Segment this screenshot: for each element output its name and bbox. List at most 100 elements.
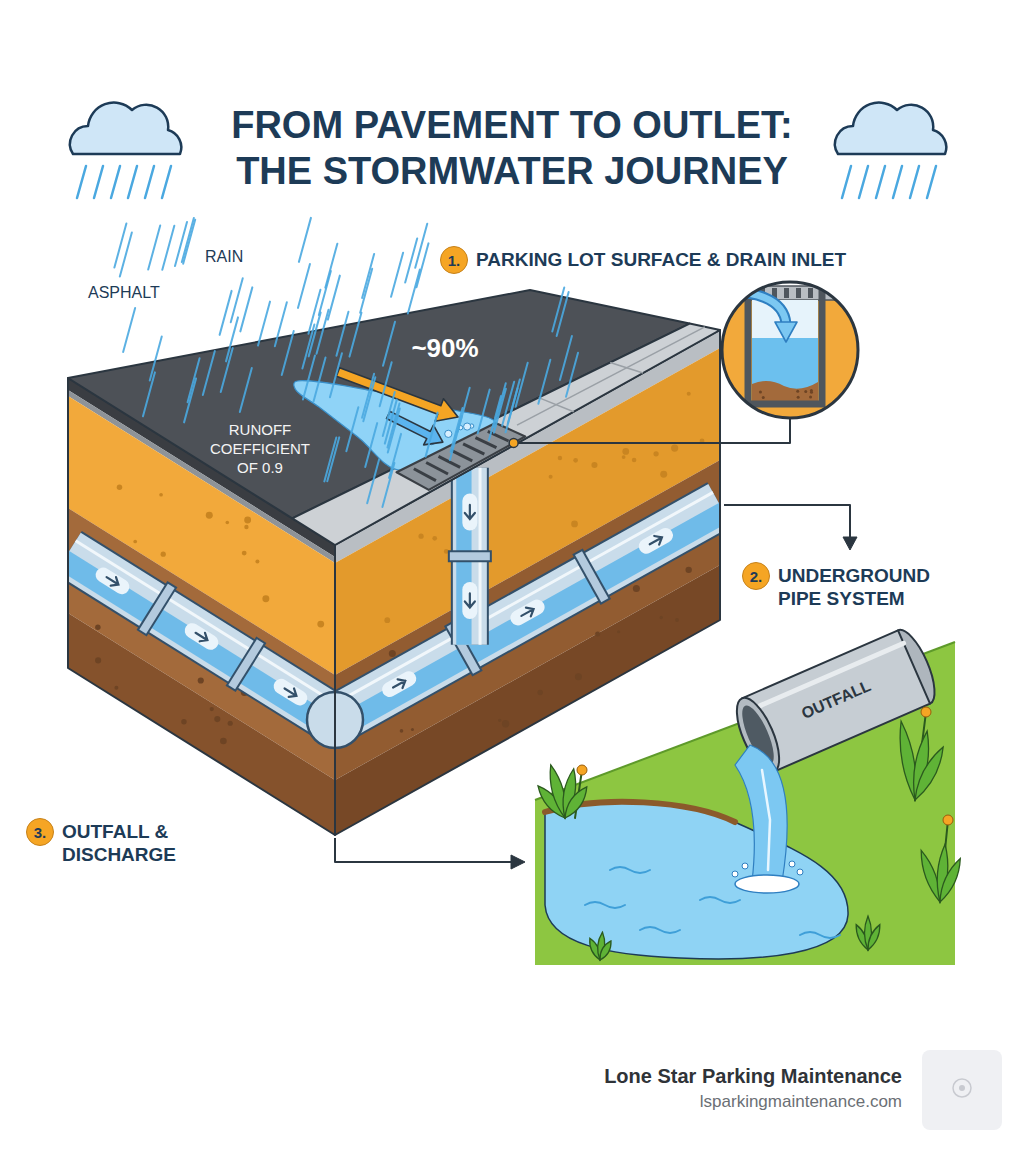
rain-streak: [220, 291, 232, 335]
pipe-water: [339, 512, 724, 727]
sediment-grain: [762, 396, 765, 399]
soil-grain: [660, 471, 667, 478]
sediment-grain: [810, 391, 813, 394]
leader-line: [518, 419, 790, 443]
soil-grain: [389, 650, 396, 657]
vertical-pipe: [451, 468, 489, 645]
soil-grain: [432, 536, 437, 541]
callout-title: PARKING LOT SURFACE & DRAIN INLET: [476, 246, 956, 271]
callout-number: 3.: [26, 818, 54, 846]
flow-marker: [646, 535, 665, 546]
grate-slot: [426, 463, 448, 474]
grate-slot: [784, 288, 789, 298]
plant-leaf: [597, 939, 614, 962]
soil-grain: [181, 719, 186, 724]
grate-slot: [463, 444, 484, 454]
rain-streak: [416, 243, 428, 287]
soil-grain: [675, 618, 679, 622]
rain-streak: [182, 218, 194, 262]
logo-icon: [959, 1085, 965, 1091]
rain-streak: [327, 437, 339, 481]
rain-streak: [275, 302, 287, 346]
basin-water: [752, 338, 818, 400]
pipe-segment: [68, 553, 335, 720]
callout: 2.UNDERGROUND PIPE SYSTEM: [742, 562, 946, 610]
soil-grain: [685, 567, 691, 573]
rain-drop: [94, 166, 103, 198]
rain-streak: [303, 355, 315, 399]
percent-label: ~90%: [400, 333, 490, 364]
soil-grain: [117, 485, 122, 490]
rain-streak: [148, 226, 160, 270]
pipe-joint: [448, 550, 492, 562]
soil-grain: [133, 540, 137, 544]
soil-grain: [498, 719, 501, 722]
flow-marker: [192, 631, 211, 643]
water-ripple: [800, 932, 840, 938]
soil-grain: [400, 729, 404, 733]
rain-streak: [478, 390, 490, 434]
soil-grain: [622, 448, 629, 455]
leader-dot: [509, 438, 518, 447]
rain-streak: [221, 348, 233, 392]
rain-streak: [120, 233, 132, 277]
pipe-segment: [68, 553, 335, 720]
grate-slot: [451, 450, 472, 461]
water-ripple: [610, 867, 650, 873]
sediment: [752, 381, 818, 401]
flower: [921, 707, 931, 717]
rain-streak: [324, 437, 336, 481]
flow-arrow-icon: [521, 608, 533, 617]
rain-streak: [299, 218, 311, 262]
rain-streak: [123, 308, 135, 352]
pipe-water: [64, 560, 331, 727]
soil-grain: [244, 525, 248, 529]
inlet-slab: [715, 286, 875, 300]
diagram-title: FROM PAVEMENT TO OUTLET: THE STORMWATER …: [202, 102, 822, 194]
soil-grain: [255, 559, 259, 563]
rain-streak: [203, 351, 215, 395]
pipe-segment: [335, 505, 720, 720]
rain-drop: [876, 166, 885, 198]
rain-drop: [910, 166, 919, 198]
splash-drop: [464, 423, 471, 430]
rain-streak: [385, 400, 397, 444]
rain-streak: [314, 357, 326, 401]
flow-marker: [462, 501, 477, 523]
rain-streak: [405, 239, 417, 283]
soil-grain: [633, 585, 640, 592]
soil-grain: [210, 707, 214, 711]
rain-streak: [502, 382, 514, 426]
rain-streak: [363, 377, 375, 421]
callout-title: UNDERGROUND PIPE SYSTEM: [778, 562, 946, 610]
soil-grain: [114, 686, 118, 690]
soil-grain: [537, 690, 542, 695]
rain-drop: [859, 166, 868, 198]
splash-drop: [732, 871, 738, 877]
leader-line: [335, 838, 512, 862]
pipe-joint: [588, 575, 595, 579]
sediment-grain: [796, 390, 799, 393]
splash-drop: [797, 869, 803, 875]
soil-grain: [384, 617, 390, 623]
pipe-highlight: [76, 541, 343, 708]
cloud-icon: [70, 103, 181, 154]
rain-drop: [162, 166, 171, 198]
soil-grain: [95, 624, 100, 629]
rain-streak: [325, 244, 337, 288]
soil-grain: [95, 657, 101, 663]
flower: [943, 815, 953, 825]
flow-arrow-icon: [393, 679, 405, 688]
flow-arrow-icon: [285, 688, 297, 696]
inflow-arrowhead: [775, 322, 797, 342]
rain-streak: [362, 254, 374, 298]
flow-arrow-icon: [465, 505, 475, 519]
pipe-segment: [335, 505, 720, 720]
rain-streak: [240, 368, 252, 412]
soil-grain: [220, 738, 227, 745]
grate-slot: [796, 288, 801, 298]
rain-streak: [282, 331, 294, 375]
soil-grain: [242, 551, 247, 556]
company-name: Lone Star Parking Maintenance: [402, 1064, 902, 1088]
rain-streak: [415, 224, 427, 268]
